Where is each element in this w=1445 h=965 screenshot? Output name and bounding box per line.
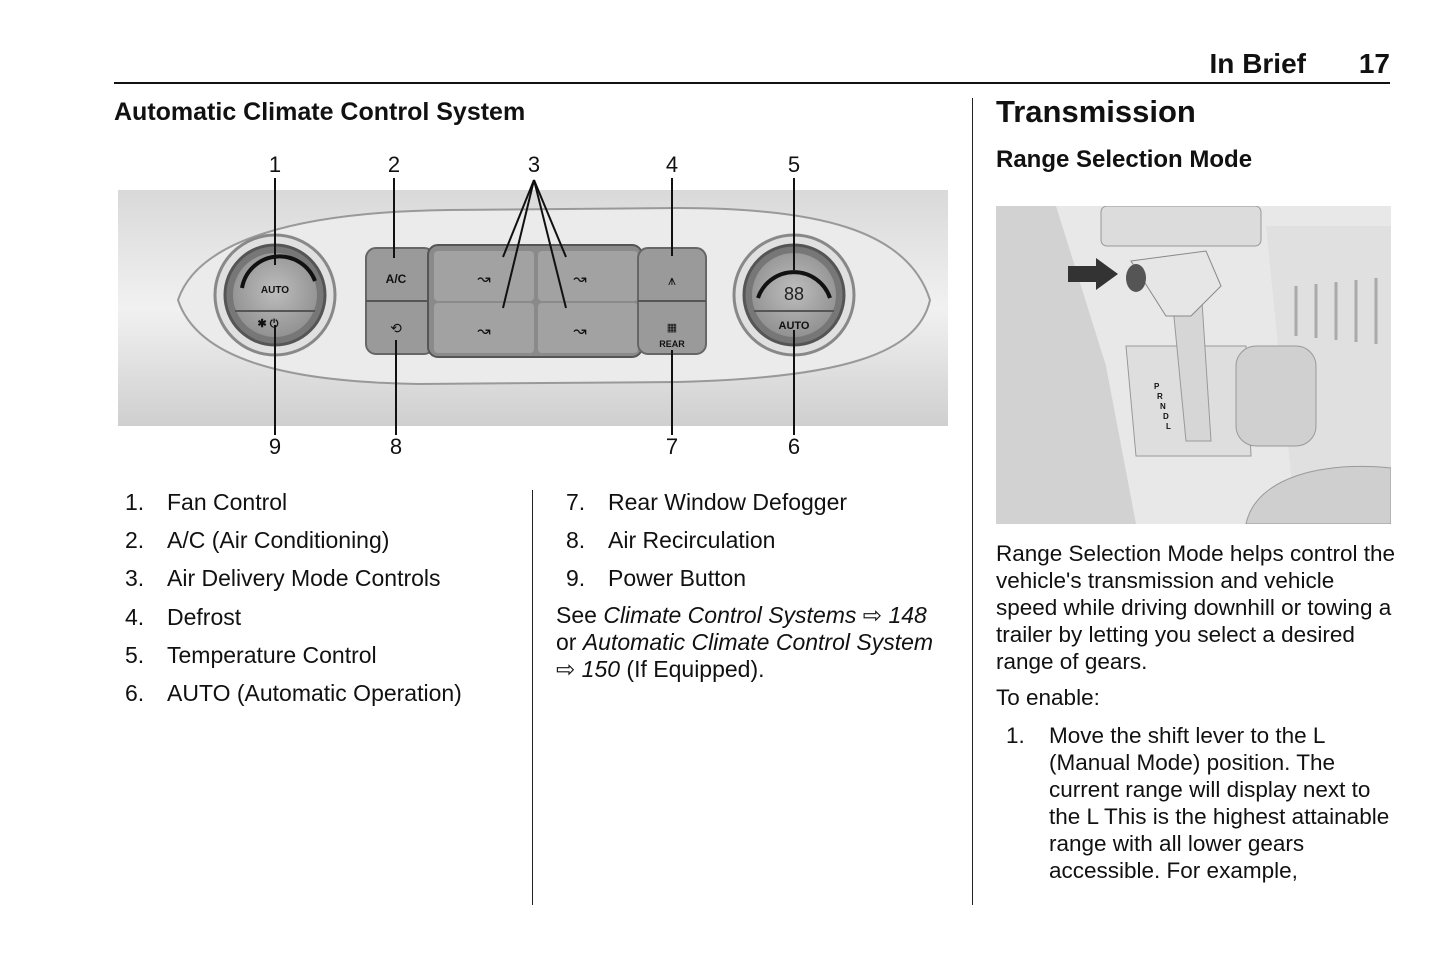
- callout-4: 4: [666, 152, 678, 177]
- paragraph-to-enable: To enable:: [996, 685, 1100, 710]
- defrost-floor-mode-icon: ↝: [573, 271, 587, 288]
- arrow-icon: [1068, 258, 1118, 290]
- fan-auto-label: AUTO: [261, 285, 289, 296]
- front-defrost-icon: ⩚: [668, 272, 676, 288]
- rear-defog-icon: ▦: [667, 322, 677, 334]
- legend-list-1: 1.Fan Control 2.A/C (Air Conditioning) 3…: [125, 483, 525, 712]
- callout-9: 9: [269, 434, 281, 459]
- callouts-top: 1 2 3 4 5: [269, 152, 800, 177]
- section-title: In Brief: [1209, 48, 1306, 79]
- column-divider: [532, 490, 533, 905]
- page-ref-148[interactable]: 148: [888, 602, 927, 628]
- svg-text:P: P: [1154, 382, 1160, 391]
- climate-heading: Automatic Climate Control System: [114, 98, 526, 126]
- transmission-heading: Transmission: [996, 94, 1196, 129]
- legend-list-2: 7.Rear Window Defogger 8.Air Recirculati…: [566, 483, 946, 598]
- callout-2: 2: [388, 152, 400, 177]
- range-selection-heading: Range Selection Mode: [996, 146, 1253, 173]
- svg-text:D: D: [1163, 412, 1169, 421]
- legend-item: 5.Temperature Control: [125, 641, 377, 668]
- bilevel-mode-icon: ↝: [573, 323, 587, 340]
- cross-reference: See Climate Control Systems ⇨ 148 or Aut…: [556, 602, 934, 682]
- callout-5: 5: [788, 152, 800, 177]
- callout-3: 3: [528, 152, 540, 177]
- rear-label: REAR: [659, 339, 685, 349]
- callouts-bottom: 9 8 7 6: [269, 434, 800, 459]
- floor-mode-icon: ↝: [477, 323, 491, 340]
- legend-item: 4.Defrost: [125, 603, 242, 630]
- step-item: 1. Move the shift lever to the L (Manual…: [1006, 723, 1390, 883]
- auto-label: AUTO: [779, 320, 810, 332]
- ac-label: A/C: [386, 272, 407, 286]
- svg-text:R: R: [1157, 392, 1163, 401]
- legend-item: 8.Air Recirculation: [566, 527, 776, 554]
- callout-6: 6: [788, 434, 800, 459]
- recirculation-icon: ⟲: [390, 320, 402, 336]
- paragraph-intro: Range Selection Mode helps control the v…: [996, 541, 1396, 674]
- svg-text:L: L: [1166, 422, 1171, 431]
- legend-item: 9.Power Button: [566, 565, 747, 592]
- ref-link-climate-control-systems[interactable]: Climate Control Systems: [603, 602, 857, 628]
- vent-mode-icon: ↝: [477, 271, 491, 288]
- callout-1: 1: [269, 152, 281, 177]
- leader-lines: [274, 178, 795, 435]
- temp-display: 88: [784, 284, 804, 304]
- legend-item: 2.A/C (Air Conditioning): [125, 527, 390, 554]
- ref-link-automatic-climate-control[interactable]: Automatic Climate Control System: [582, 629, 934, 655]
- page-ref-150[interactable]: 150: [581, 656, 621, 682]
- climate-control-illustration: AUTO ✱ ⏻ 88 AUTO A/C ⟲ ↝ ↝ ↝ ↝ ⩚ ▦ REAR …: [118, 152, 948, 459]
- callout-7: 7: [666, 434, 678, 459]
- legend-item: 6.AUTO (Automatic Operation): [125, 680, 462, 707]
- legend-item: 3.Air Delivery Mode Controls: [125, 565, 441, 592]
- legend-item: 7.Rear Window Defogger: [566, 489, 848, 515]
- page-ref-arrow-icon: ⇨: [556, 656, 576, 682]
- gear-indicator: P R N D L: [1154, 382, 1171, 431]
- column-divider: [972, 98, 973, 905]
- callout-8: 8: [390, 434, 402, 459]
- fan-icon: ✱ ⏻: [258, 317, 279, 330]
- legend-item: 1.Fan Control: [125, 489, 288, 515]
- page-header: In Brief 17: [114, 48, 1390, 84]
- page-number: 17: [1358, 48, 1390, 79]
- shift-lever-illustration: P R N D L: [996, 206, 1391, 524]
- svg-text:N: N: [1160, 402, 1166, 411]
- page-ref-arrow-icon: ⇨: [862, 602, 883, 628]
